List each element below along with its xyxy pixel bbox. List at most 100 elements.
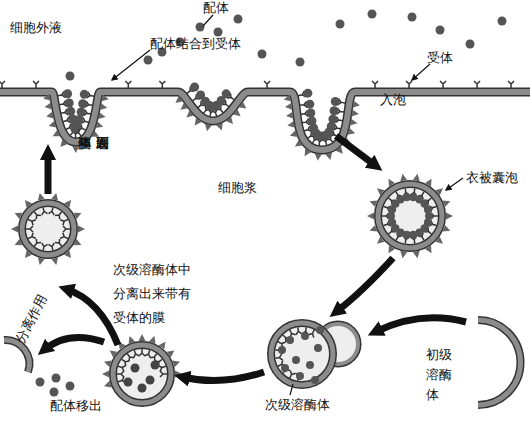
ligand [80, 90, 89, 99]
receptor [150, 354, 157, 361]
receptor [158, 366, 166, 372]
coat-protein [284, 95, 292, 102]
ligand [331, 97, 340, 106]
vesicle-membrane [378, 184, 442, 248]
receptor [308, 330, 314, 338]
coat-protein [295, 140, 303, 147]
label-text: 细胞浆 [218, 180, 257, 196]
ligand [305, 100, 314, 109]
coat-protein [367, 213, 374, 220]
ligand [196, 23, 205, 32]
receptor [55, 212, 62, 219]
coat-protein [353, 101, 360, 108]
vesicle-membrane [271, 323, 333, 385]
ligand [306, 361, 314, 369]
receptor [60, 233, 68, 239]
receptor [134, 350, 140, 358]
ligand [65, 99, 74, 108]
ligand [303, 89, 312, 98]
coat-protein [352, 110, 359, 117]
primary-lysosome [478, 320, 521, 405]
coat-protein [38, 193, 45, 201]
coat-protein [102, 371, 109, 378]
coat-protein [287, 121, 295, 128]
receptor [474, 81, 480, 88]
coat-protein [377, 188, 385, 195]
coat-protein [389, 179, 396, 187]
coat-protein [159, 342, 166, 350]
coat-protein [216, 123, 223, 131]
membrane-outline [0, 92, 530, 150]
ligand [408, 13, 417, 22]
label-text: 配体 [203, 0, 229, 16]
coat-protein [377, 236, 385, 243]
coat-protein [15, 239, 23, 245]
ligand [66, 72, 75, 81]
ligand [328, 115, 337, 124]
label-text: 受体 [427, 50, 453, 66]
receptor [296, 327, 302, 334]
coat-protein [167, 350, 175, 357]
coat-protein [51, 257, 58, 265]
receptor [406, 81, 412, 88]
coat-protein [443, 225, 451, 232]
coat-protein [370, 200, 378, 207]
ligand [131, 364, 140, 373]
ligand [498, 17, 507, 26]
ligand [278, 346, 286, 354]
ligand [330, 106, 339, 115]
coat-protein [325, 152, 332, 160]
coat-protein [38, 257, 45, 265]
coat-protein [84, 140, 91, 148]
ligand [336, 20, 345, 29]
receptor [48, 208, 54, 215]
coat-protein [128, 336, 135, 344]
coat-protein [290, 130, 298, 137]
coat-protein [286, 112, 293, 119]
receptor [0, 81, 5, 88]
receptor [275, 354, 282, 360]
cell-membrane [0, 92, 530, 150]
coat-protein [49, 121, 57, 128]
receptor [60, 219, 68, 225]
label-text: 次级溶酶体 [265, 397, 330, 413]
receptor [372, 81, 378, 88]
coat-protein [370, 225, 378, 232]
coat-protein [64, 200, 71, 208]
coat-protein [45, 103, 52, 110]
ligand [52, 374, 61, 383]
coat-protein [400, 251, 407, 259]
ligand [151, 361, 160, 370]
coat-protein [305, 148, 312, 156]
receptor [42, 243, 48, 250]
ligand [124, 378, 133, 387]
ligand [144, 56, 153, 65]
coat-protein [425, 179, 432, 187]
coat-protein [72, 146, 79, 153]
coat-protein [186, 110, 194, 117]
coat-protein [315, 153, 322, 160]
coat-protein [172, 360, 180, 367]
label-text: 次级溶酶体中分离出来带有受体的膜 [113, 258, 193, 330]
receptor [117, 371, 124, 377]
ligand [301, 332, 309, 340]
label-text: 入泡 [380, 92, 406, 108]
coat-protein [175, 371, 182, 378]
vesicle-membrane [378, 184, 442, 248]
receptor [28, 233, 36, 239]
coat-protein [180, 103, 188, 110]
coat-protein [285, 103, 292, 110]
coat-protein [226, 116, 233, 124]
ligand [258, 50, 267, 59]
coat-protein [175, 96, 183, 103]
ligand [222, 89, 231, 98]
coat-protein [98, 112, 106, 119]
ligand [292, 356, 300, 364]
ligand [306, 109, 315, 118]
label-text: 细胞外液 [10, 20, 62, 36]
receptor [290, 370, 296, 378]
coat-protein [389, 245, 396, 253]
coat-protein [25, 200, 32, 208]
ligand [296, 372, 304, 380]
